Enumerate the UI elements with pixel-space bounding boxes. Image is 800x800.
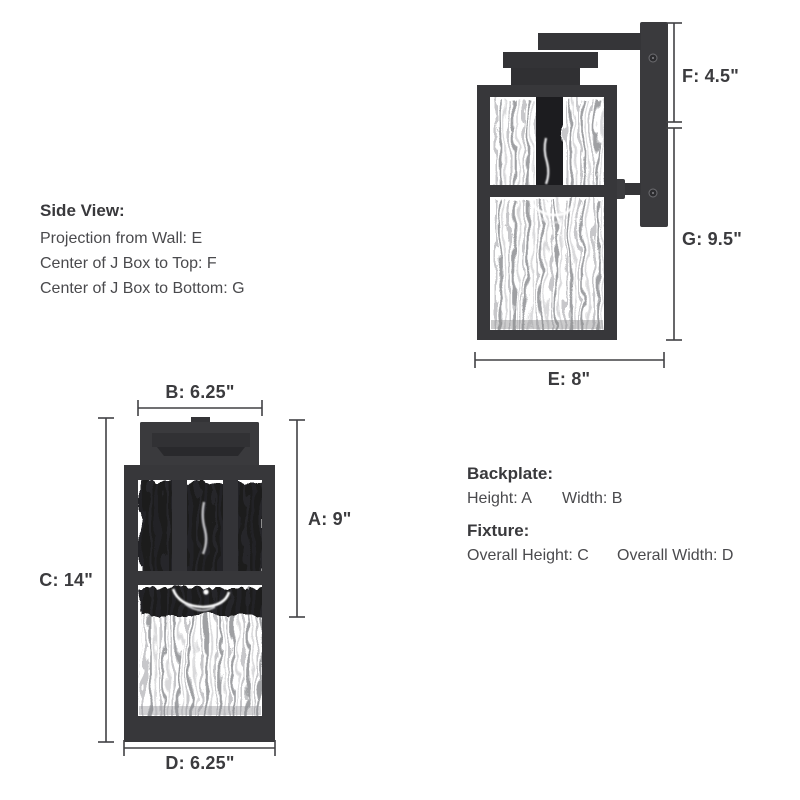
- front-lower-glass: [138, 613, 262, 717]
- front-dimension-lines: [98, 400, 305, 756]
- front-mount-arm: [152, 433, 250, 447]
- dim-label-c: C: 14": [39, 570, 93, 590]
- side-crossbar: [477, 185, 617, 197]
- roof-cap: [503, 52, 598, 68]
- backplate-width-label: Width: B: [562, 490, 623, 507]
- side-upper-left-glass: [490, 96, 538, 186]
- dim-label-d: D: 6.25": [165, 753, 235, 773]
- front-right-post: [223, 480, 238, 572]
- dim-label-g: G: 9.5": [682, 229, 742, 249]
- front-upper-glass: [138, 480, 262, 572]
- side-view-legend: Side View: Projection from Wall: E Cente…: [40, 201, 245, 301]
- side-lower-glass: [490, 196, 604, 331]
- side-view-drawing: [474, 22, 682, 368]
- front-left-post: [172, 480, 187, 572]
- front-mid-glass: [138, 585, 262, 614]
- fixture-heading: Fixture:: [467, 521, 530, 540]
- dim-label-f: F: 4.5": [682, 66, 739, 86]
- arm-knuckle: [615, 179, 625, 199]
- dim-label-a: A: 9": [308, 509, 352, 529]
- side-upper-right-glass: [561, 96, 604, 186]
- backplate-tab: [191, 417, 210, 425]
- front-mount-arm-underside: [157, 447, 245, 456]
- fixture-dims-row: Overall Height: C Overall Width: D: [467, 546, 733, 566]
- backplate-dims-row: Height: A Width: B: [467, 489, 733, 509]
- mounting-screw-bottom: [648, 188, 658, 198]
- roof-riser: [511, 68, 580, 86]
- mounting-screw-top: [648, 53, 658, 63]
- side-view-heading: Side View:: [40, 201, 125, 220]
- fixture-overall-height-label: Overall Height: C: [467, 547, 589, 564]
- dim-label-e: E: 8": [547, 369, 591, 389]
- front-candle-highlight: [171, 501, 231, 612]
- front-glass-bottom-shade: [139, 706, 261, 715]
- side-candle-bay: [536, 96, 563, 186]
- front-view-drawing: [98, 400, 305, 756]
- backplate-height-label: Height: A: [467, 490, 532, 507]
- side-dimension-lines: [474, 22, 682, 368]
- front-crossbar: [124, 571, 275, 585]
- side-glass-bottom-shade: [491, 320, 603, 329]
- side-view-line-jbox-top: Center of J Box to Top: F: [40, 255, 217, 272]
- side-view-line-projection: Projection from Wall: E: [40, 230, 203, 247]
- top-support-arm: [538, 33, 641, 50]
- side-view-line-jbox-bottom: Center of J Box to Bottom: G: [40, 280, 245, 297]
- fixture-overall-width-label: Overall Width: D: [617, 547, 734, 564]
- spec-legend: Backplate: Height: A Width: B Fixture: O…: [467, 464, 733, 578]
- wall-mount-plate: [640, 22, 668, 227]
- backplate-heading: Backplate:: [467, 464, 553, 483]
- dim-label-b: B: 6.25": [165, 382, 235, 402]
- side-candle-highlight: [528, 137, 575, 224]
